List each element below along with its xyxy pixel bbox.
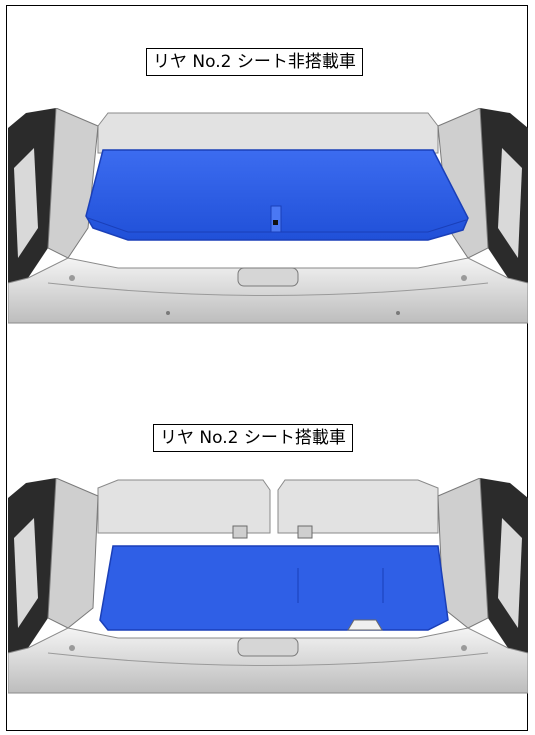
seat-left: [97, 479, 271, 534]
bumper-handle: [237, 267, 299, 287]
rear-bumper: [8, 257, 528, 324]
figure-2-illustration: [8, 478, 528, 694]
highlight-floor: [99, 545, 449, 631]
highlight-tray: [85, 149, 469, 241]
figure-1-caption: リヤ No.2 シート非搭載車: [146, 48, 363, 76]
figure-1-illustration: [8, 108, 528, 324]
seat-right: [277, 479, 439, 534]
tray-latch: [270, 205, 282, 233]
seat-back: [97, 112, 439, 154]
figure-2-caption: リヤ No.2 シート搭載車: [153, 424, 353, 452]
bumper-handle: [237, 637, 299, 657]
rear-bumper: [8, 627, 528, 694]
